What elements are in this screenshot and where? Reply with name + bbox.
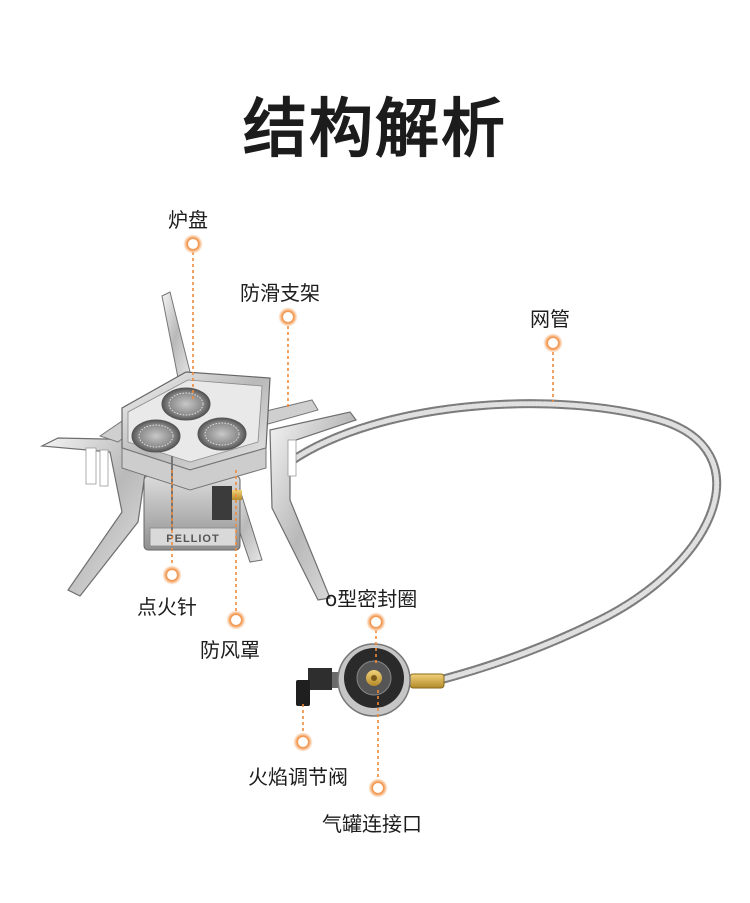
page-title: 结构解析 [243, 93, 507, 167]
label-windshield: 防风罩 [200, 638, 260, 662]
callout-dot-windshield [226, 610, 246, 630]
label-igniter: 点火针 [137, 595, 197, 619]
label-mesh-hose: 网管 [530, 307, 570, 331]
label-canister-connector: 气罐连接口 [322, 812, 422, 836]
callout-dot-burner-plate [183, 234, 203, 254]
label-burner-plate: 炉盘 [168, 208, 208, 232]
callout-dot-igniter [162, 565, 182, 585]
label-anti-slip-support: 防滑支架 [240, 281, 320, 305]
callout-dot-o-ring [366, 612, 386, 632]
callout-dot-canister-connector [368, 778, 388, 798]
callout-dot-anti-slip-support [278, 307, 298, 327]
brand-logo: PELLIOT [166, 533, 219, 545]
callout-dot-mesh-hose [543, 333, 563, 353]
callout-dot-flame-valve [293, 732, 313, 752]
label-o-ring: o型密封圈 [325, 587, 418, 611]
canister-connector [296, 643, 445, 717]
label-flame-valve: 火焰调节阀 [248, 765, 348, 789]
mesh-hose [285, 399, 722, 685]
burner-heads [131, 387, 247, 453]
